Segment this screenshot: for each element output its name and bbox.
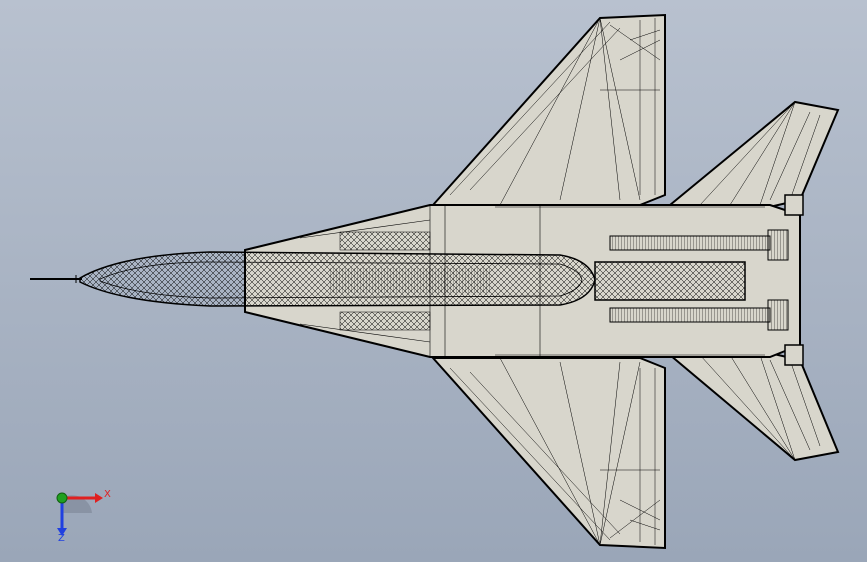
fuselage-spine	[79, 251, 596, 307]
upper-stabilizer	[667, 100, 840, 210]
triad-graphic	[56, 492, 103, 536]
axis-triad: X Z	[40, 478, 120, 548]
lower-stabilizer	[667, 350, 840, 462]
lower-wing	[430, 357, 666, 550]
upper-wing	[430, 13, 666, 206]
z-axis-label: Z	[58, 533, 65, 544]
x-axis-label: X	[104, 489, 111, 500]
